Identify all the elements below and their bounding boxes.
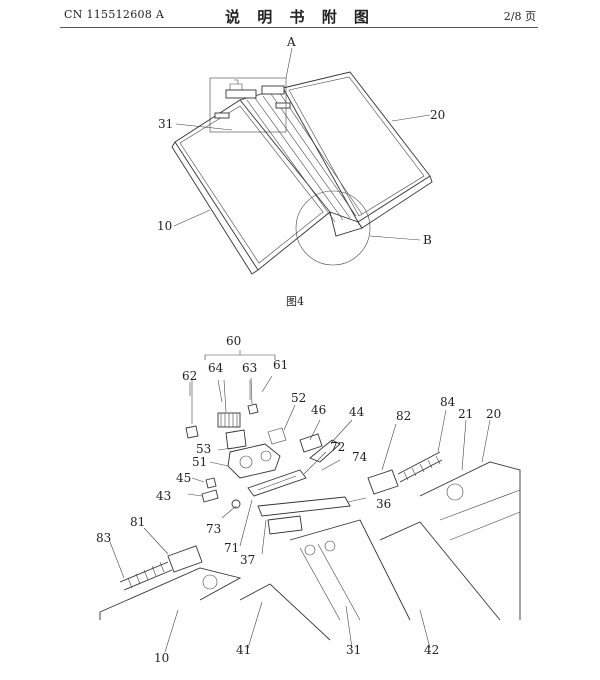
label-42: 42: [424, 643, 439, 657]
label-61: 61: [273, 358, 288, 372]
label-73: 73: [206, 522, 221, 536]
label-71: 71: [224, 541, 239, 555]
label-10-bottom: 10: [154, 651, 169, 665]
label-21: 21: [458, 407, 473, 421]
label-72: 72: [330, 440, 345, 454]
label-20-bottom: 20: [486, 407, 501, 421]
label-52: 52: [291, 391, 306, 405]
page-number: 2/8 页: [503, 10, 536, 23]
label-64: 64: [208, 361, 224, 375]
label-62: 62: [182, 369, 197, 383]
label-31-bottom: 31: [346, 643, 361, 657]
label-44: 44: [349, 405, 365, 419]
label-63: 63: [242, 361, 257, 375]
label-A: A: [286, 35, 296, 49]
label-82: 82: [396, 409, 411, 423]
label-60: 60: [226, 334, 241, 348]
label-81: 81: [130, 515, 145, 529]
label-83: 83: [96, 531, 111, 545]
patent-number: CN 115512608 A: [64, 8, 165, 21]
label-B: B: [423, 233, 432, 247]
header-divider: [60, 27, 538, 28]
label-41: 41: [236, 643, 251, 657]
label-20-top: 20: [430, 108, 445, 122]
page-title: 说 明 书 附 图: [225, 8, 375, 26]
label-51: 51: [192, 455, 207, 469]
label-74: 74: [352, 450, 368, 464]
label-43: 43: [156, 489, 171, 503]
label-53: 53: [196, 442, 211, 456]
figure-4-device-drawing: [171, 47, 433, 275]
label-36: 36: [376, 497, 391, 511]
label-84: 84: [440, 395, 456, 409]
figure-caption: 图4: [286, 295, 304, 308]
label-46: 46: [311, 403, 326, 417]
label-45: 45: [176, 471, 191, 485]
exploded-hinge-drawing: [99, 350, 521, 653]
label-31-top: 31: [158, 117, 173, 131]
label-37: 37: [240, 553, 255, 567]
label-10-top: 10: [157, 219, 172, 233]
